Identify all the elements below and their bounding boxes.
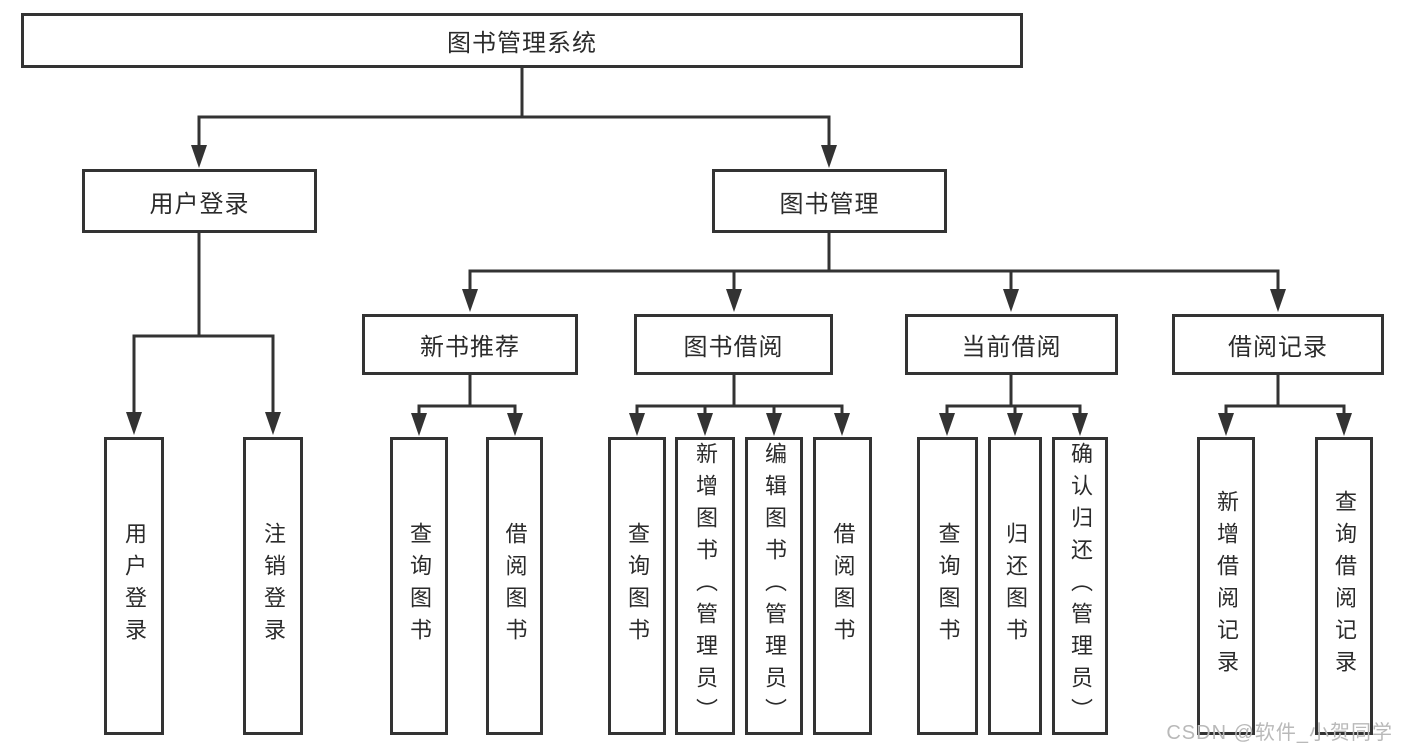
- leaf-recommend-query-book: 查询图书: [390, 437, 448, 735]
- leaf-add-borrow-record: 新增借阅记录: [1197, 437, 1255, 735]
- node-label: 确认归还（管理员）: [1068, 442, 1093, 730]
- node-book-management: 图书管理: [712, 169, 947, 233]
- leaf-current-query-book: 查询图书: [917, 437, 978, 735]
- node-label: 新增图书（管理员）: [693, 442, 718, 730]
- node-label: 图书管理系统: [447, 30, 597, 57]
- leaf-confirm-return-admin: 确认归还（管理员）: [1052, 437, 1108, 735]
- node-label: 注销登录: [261, 522, 286, 650]
- node-label: 当前借阅: [961, 334, 1062, 361]
- leaf-logout: 注销登录: [243, 437, 303, 735]
- node-label: 新增借阅记录: [1214, 490, 1239, 682]
- node-label: 查询图书: [935, 522, 961, 650]
- node-label: 图书借阅: [683, 334, 784, 361]
- leaf-add-book-admin: 新增图书（管理员）: [675, 437, 735, 735]
- node-label: 查询图书: [407, 522, 432, 650]
- leaf-user-login: 用户登录: [104, 437, 164, 735]
- node-label: 借阅记录: [1228, 334, 1328, 361]
- node-user-login: 用户登录: [82, 169, 317, 233]
- leaf-return-book: 归还图书: [988, 437, 1042, 735]
- node-book-borrow: 图书借阅: [634, 314, 833, 375]
- node-label: 查询借阅记录: [1332, 490, 1357, 682]
- node-label: 借阅图书: [502, 522, 528, 650]
- node-current-borrow: 当前借阅: [905, 314, 1118, 375]
- node-label: 查询图书: [625, 522, 650, 650]
- node-label: 新书推荐: [420, 334, 520, 361]
- node-label: 用户登录: [122, 522, 147, 650]
- csdn-watermark: CSDN @软件_小贺同学: [1166, 722, 1393, 744]
- node-label: 图书管理: [779, 190, 880, 218]
- leaf-borrow-book: 借阅图书: [813, 437, 872, 735]
- node-label: 编辑图书（管理员）: [762, 442, 787, 730]
- arrowhead-icons: [126, 145, 1352, 436]
- node-new-book-recommend: 新书推荐: [362, 314, 578, 375]
- node-label: 借阅图书: [830, 522, 856, 650]
- node-root: 图书管理系统: [21, 13, 1023, 68]
- leaf-recommend-borrow-book: 借阅图书: [486, 437, 543, 735]
- leaf-edit-book-admin: 编辑图书（管理员）: [745, 437, 803, 735]
- leaf-borrow-query-book: 查询图书: [608, 437, 666, 735]
- leaf-query-borrow-record: 查询借阅记录: [1315, 437, 1373, 735]
- node-label: 用户登录: [149, 190, 250, 218]
- node-borrow-records: 借阅记录: [1172, 314, 1384, 375]
- node-label: 归还图书: [1003, 522, 1028, 650]
